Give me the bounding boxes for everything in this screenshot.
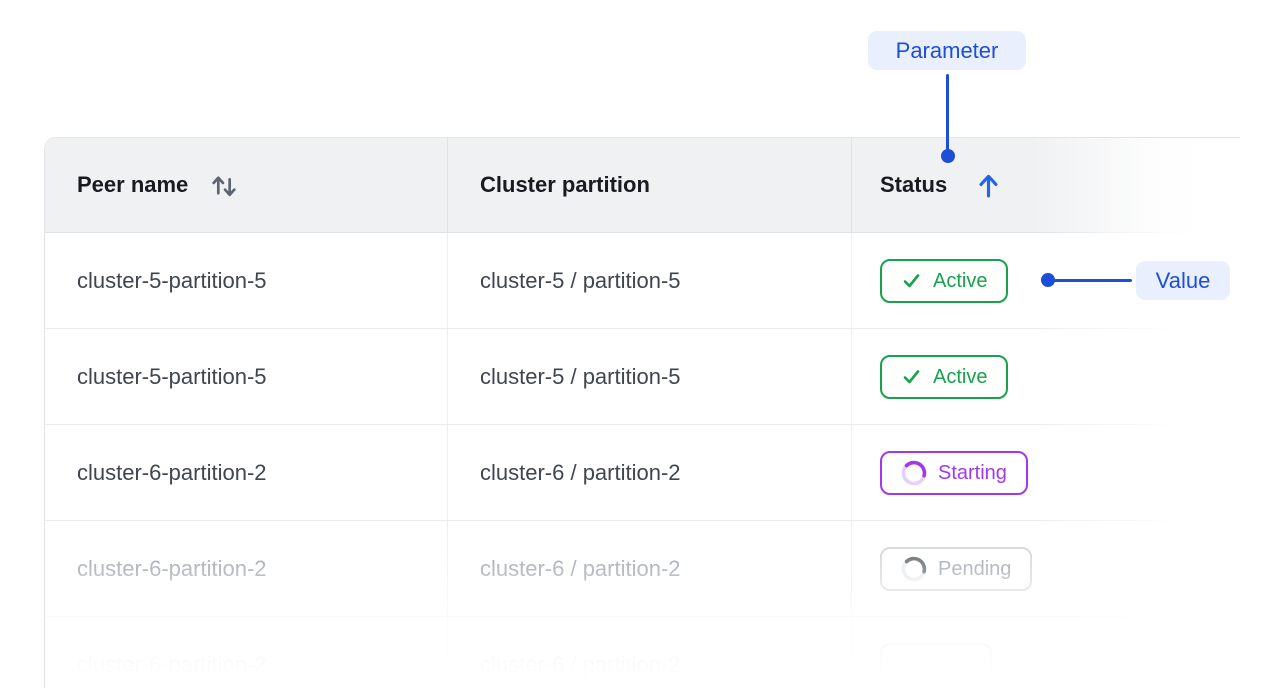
sort-updown-icon[interactable] xyxy=(210,170,239,201)
column-header-label: Cluster partition xyxy=(480,172,650,197)
cell-status: Pending xyxy=(851,521,1240,616)
cell-peer-name: cluster-6-partition-2 xyxy=(77,652,267,677)
cell-status: Starting xyxy=(851,425,1240,520)
spinner-icon xyxy=(901,556,927,581)
column-header-status[interactable]: Status xyxy=(851,138,1240,232)
spinner-icon xyxy=(901,460,927,485)
value-connector-dot xyxy=(1041,273,1055,287)
table-header-row: Peer name Cluster partition Status xyxy=(45,138,1240,233)
status-badge-label: Starting xyxy=(938,461,1007,484)
column-header-peer-name[interactable]: Peer name xyxy=(45,138,447,232)
sort-ascending-icon[interactable] xyxy=(977,172,1000,199)
parameter-connector-line xyxy=(946,74,949,150)
cell-status: Active xyxy=(851,233,1240,328)
check-icon xyxy=(903,370,920,384)
cell-cluster-partition: cluster-6 / partition-2 xyxy=(447,425,851,520)
cell-cluster-partition: cluster-5 / partition-5 xyxy=(447,233,851,328)
value-callout-label: Value xyxy=(1136,261,1230,300)
table-row: cluster-6-partition-2 cluster-6 / partit… xyxy=(45,521,1240,617)
table-row: cluster-6-partition-2 cluster-6 / partit… xyxy=(45,425,1240,521)
cell-status: Active xyxy=(851,329,1240,424)
cell-peer-name: cluster-5-partition-5 xyxy=(77,267,267,293)
parameter-callout-label: Parameter xyxy=(868,31,1026,70)
status-badge-pending: Pending xyxy=(880,546,1033,591)
status-badge-faded xyxy=(880,643,992,687)
column-header-cluster-partition[interactable]: Cluster partition xyxy=(447,138,851,232)
peers-table: Peer name Cluster partition Status xyxy=(44,137,1240,688)
column-header-label: Peer name xyxy=(77,172,189,197)
cell-peer-name: cluster-5-partition-5 xyxy=(77,363,267,389)
cell-peer-name: cluster-6-partition-2 xyxy=(77,459,267,485)
column-header-label: Status xyxy=(880,172,948,197)
status-badge-label: Active xyxy=(933,269,988,292)
table-row: cluster-5-partition-5 cluster-5 / partit… xyxy=(45,329,1240,425)
parameter-connector-dot xyxy=(941,149,955,163)
status-badge-label: Pending xyxy=(938,557,1012,580)
cell-cluster-partition: cluster-6 / partition-2 xyxy=(447,617,851,688)
cell-peer-name: cluster-6-partition-2 xyxy=(77,555,267,581)
status-badge-active: Active xyxy=(880,354,1009,399)
status-badge-label: Active xyxy=(933,365,988,388)
cell-cluster-partition: cluster-6 / partition-2 xyxy=(447,521,851,616)
cell-status xyxy=(851,617,1240,688)
value-connector-line xyxy=(1051,279,1132,282)
table-row: cluster-6-partition-2 cluster-6 / partit… xyxy=(45,617,1240,688)
value-callout-text: Value xyxy=(1155,267,1211,293)
status-badge-starting: Starting xyxy=(880,450,1028,495)
status-badge-active: Active xyxy=(880,258,1009,303)
cell-cluster-partition: cluster-5 / partition-5 xyxy=(447,329,851,424)
parameter-callout-text: Parameter xyxy=(895,37,999,63)
check-icon xyxy=(903,274,920,288)
